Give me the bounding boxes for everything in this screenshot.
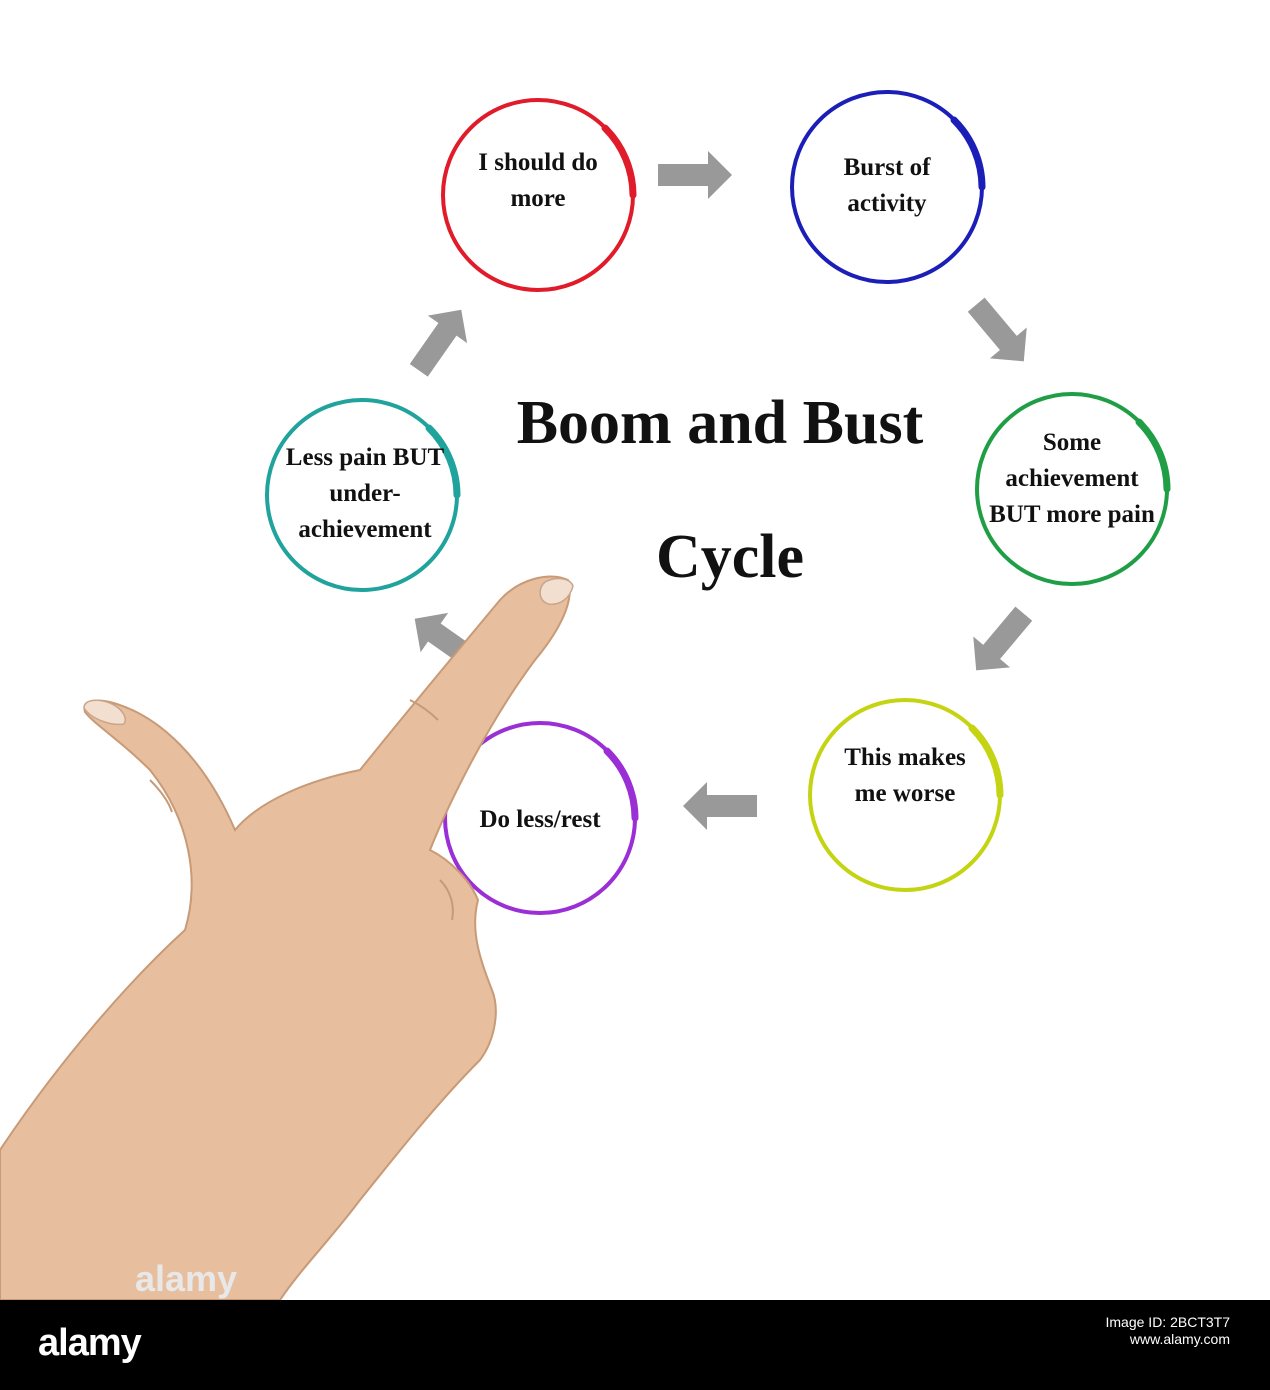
node-circle-4: [808, 698, 1004, 892]
node-label-3: Some achievement BUT more pain: [989, 429, 1155, 528]
diagram-title-line-2: Cycle: [655, 523, 805, 591]
site-url: www.alamy.com: [1129, 1331, 1230, 1347]
watermark-text: alamy: [135, 1258, 238, 1299]
arrow-2-to-3: [967, 297, 1027, 362]
node-circle-6: [265, 398, 461, 592]
arrow-6-to-1: [409, 309, 468, 377]
node-label-6: Less pain BUT under-achievement: [285, 444, 445, 543]
image-id-info: Image ID: 2BCT3T7 www.alamy.com: [1106, 1314, 1231, 1348]
pointing-hand-illustration: [0, 575, 574, 1300]
node-label-5: Do less/rest: [479, 806, 601, 833]
arrow-1-to-2: [658, 151, 732, 199]
node-circle-2: [790, 90, 986, 284]
image-id-label: Image ID: 2BCT3T7: [1105, 1314, 1231, 1330]
node-label-2: Burst of activity: [843, 154, 931, 217]
node-label-4: This makes me worse: [844, 744, 966, 807]
cycle-diagram: [0, 90, 1171, 1300]
node-label-1: I should do more: [478, 149, 598, 212]
footer-bar: alamy Image ID: 2BCT3T7 www.alamy.com: [0, 1300, 1270, 1390]
arrow-4-to-5: [683, 782, 757, 830]
brand-logo-text: alamy: [38, 1322, 142, 1364]
arrow-3-to-4: [973, 606, 1033, 671]
node-circle-1: [441, 98, 637, 292]
node-circle-5: [443, 721, 639, 915]
diagram-title-line-1: Boom and Bust: [516, 389, 924, 457]
node-circle-3: [975, 392, 1171, 586]
